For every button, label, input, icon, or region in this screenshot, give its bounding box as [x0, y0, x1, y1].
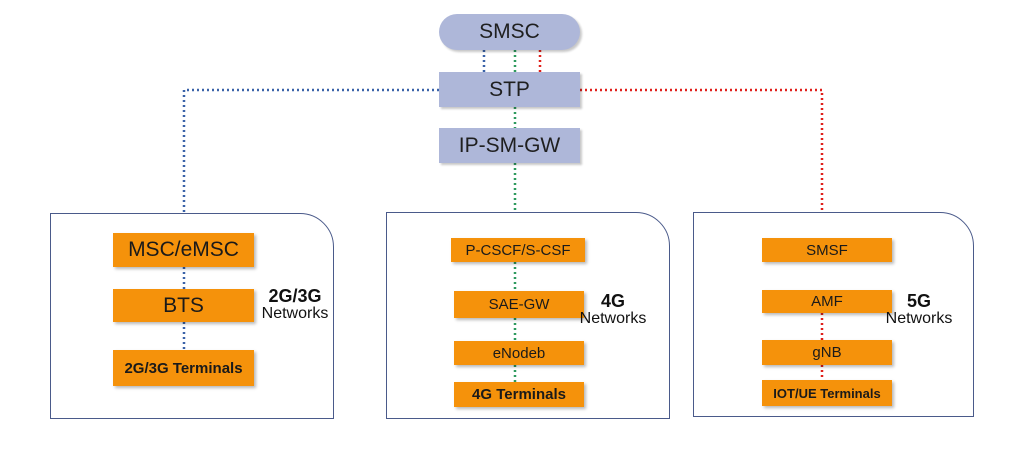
bts-label: BTS: [163, 293, 204, 317]
lte-network-caption: 4G Networks: [570, 292, 656, 327]
msc-emsc-label: MSC/eMSC: [128, 238, 239, 261]
bts-node: BTS: [113, 289, 254, 322]
enodeb-node: eNodeb: [454, 341, 584, 365]
stp-label: STP: [489, 77, 530, 101]
amf-label: AMF: [811, 293, 843, 310]
nr-network-caption: 5G Networks: [876, 292, 962, 327]
ip-sm-gw-node: IP-SM-GW: [439, 128, 580, 163]
lte-generation-label: 4G: [600, 291, 625, 311]
smsc-label: SMSC: [479, 20, 540, 43]
lte-terminals-label: 4G Terminals: [472, 386, 566, 403]
p-cscf-label: P-CSCF/S-CSF: [465, 241, 571, 259]
sae-gw-label: SAE-GW: [488, 296, 550, 313]
ip-sm-gw-label: IP-SM-GW: [458, 133, 561, 157]
nr-networks-label: Networks: [885, 310, 953, 327]
msc-emsc-node: MSC/eMSC: [113, 233, 254, 267]
legacy-terminals-label: 2G/3G Terminals: [124, 359, 243, 377]
nr-terminals-label: IOT/UE Terminals: [773, 385, 881, 401]
gnb-node: gNB: [762, 340, 892, 365]
legacy-terminals-node: 2G/3G Terminals: [113, 350, 254, 386]
smsc-node: SMSC: [439, 14, 580, 50]
enodeb-label: eNodeb: [492, 344, 546, 362]
p-cscf-node: P-CSCF/S-CSF: [451, 238, 585, 262]
smsf-label: SMSF: [806, 241, 848, 259]
lte-networks-label: Networks: [579, 310, 647, 327]
stp-node: STP: [439, 72, 580, 107]
legacy-networks-label: Networks: [261, 305, 329, 322]
link-stp-legacy: [182, 88, 439, 236]
legacy-generation-label: 2G/3G: [268, 286, 322, 306]
nr-generation-label: 5G: [906, 291, 931, 311]
amf-node: AMF: [762, 290, 892, 313]
legacy-network-caption: 2G/3G Networks: [252, 287, 338, 322]
nr-terminals-node: IOT/UE Terminals: [762, 380, 892, 406]
sae-gw-node: SAE-GW: [454, 291, 584, 318]
gnb-label: gNB: [812, 344, 842, 361]
smsf-node: SMSF: [762, 238, 892, 262]
link-stp-nr: [580, 88, 824, 238]
lte-terminals-node: 4G Terminals: [454, 382, 584, 407]
